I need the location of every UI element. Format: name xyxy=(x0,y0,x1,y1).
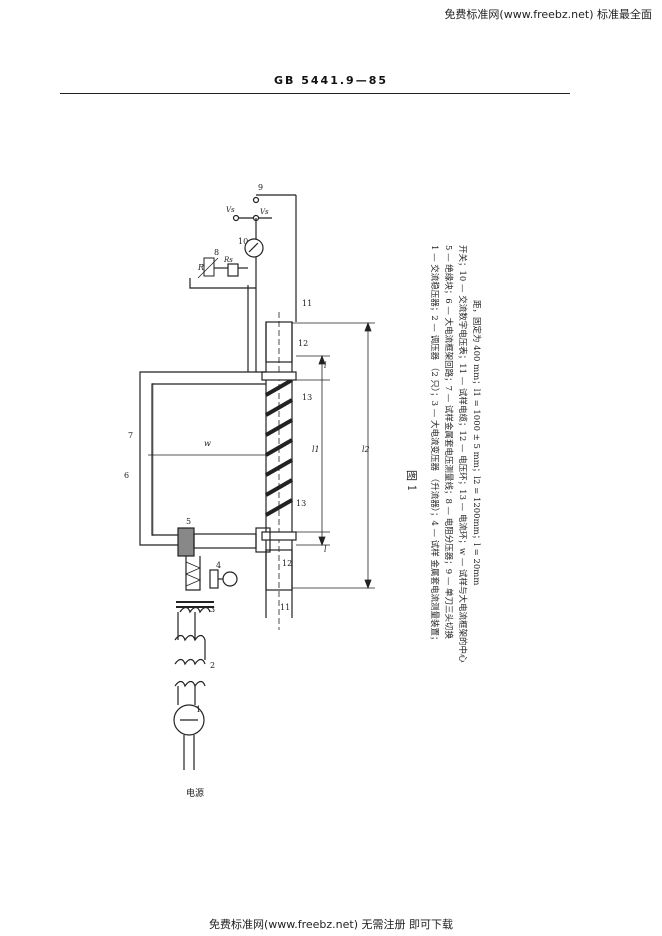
label-10: 10 xyxy=(238,237,248,246)
label-vs: Vs xyxy=(226,206,235,214)
label-l-top: l xyxy=(324,361,327,370)
legend-line-3: 开关；10 — 交流数字电压表；11 — 试样电缆；12 — 电压环；13 — … xyxy=(457,245,468,663)
label-1: 1 xyxy=(196,705,201,714)
label-6: 6 xyxy=(124,471,129,480)
legend-line-1: 1 — 交流稳压器；2 — 调压器 （2 只）；3 — 大电流变压器 （升流器）… xyxy=(429,245,440,644)
regulators xyxy=(173,612,206,770)
label-l2: l2 xyxy=(362,445,370,454)
label-3: 3 xyxy=(210,605,215,614)
label-13-bottom: 13 xyxy=(296,499,306,508)
label-l-bottom: l xyxy=(324,545,327,554)
current-frame-loop xyxy=(139,371,266,546)
legend-line-2: 5 — 绝缘块；6 — 大电流框架回路；7 — 试样金属套电压测量线；8 — 电… xyxy=(443,245,454,640)
label-w: w xyxy=(204,439,211,448)
measurement-circuit xyxy=(189,194,297,372)
label-12-bottom: 12 xyxy=(282,559,292,568)
label-5: 5 xyxy=(186,517,191,526)
legend-line-4: 距，固定为 400 mm；l1 = 1000 ± 5 mm；l2 = 1200m… xyxy=(471,300,482,585)
transformer-and-meter xyxy=(176,556,238,614)
label-l1: l1 xyxy=(312,445,320,454)
label-vs-2: Vs xyxy=(260,208,269,216)
insulating-block xyxy=(177,527,271,557)
label-11-bottom: 11 xyxy=(280,603,290,612)
label-7: 7 xyxy=(128,431,133,440)
watermark-bottom: 免费标准网(www.freebz.net) 无需注册 即可下载 xyxy=(208,918,454,931)
label-9: 9 xyxy=(258,183,263,192)
watermark-top: 免费标准网(www.freebz.net) 标准最全面 xyxy=(444,8,652,21)
label-r: R xyxy=(197,263,204,272)
label-power-source: 电源 xyxy=(186,787,204,799)
label-13-top: 13 xyxy=(302,393,312,402)
label-11-top: 11 xyxy=(302,299,312,308)
dimension-lines xyxy=(292,321,375,590)
label-12-top: 12 xyxy=(298,339,308,348)
label-2: 2 xyxy=(210,661,215,670)
figure-caption: 图 1 xyxy=(405,470,418,492)
test-cable-assembly xyxy=(261,312,297,630)
standard-number-header: GB 5441.9—85 xyxy=(274,74,388,87)
label-rs: Rs xyxy=(223,256,233,264)
header-rule xyxy=(60,93,570,94)
label-8: 8 xyxy=(214,248,219,257)
label-4: 4 xyxy=(216,561,221,570)
